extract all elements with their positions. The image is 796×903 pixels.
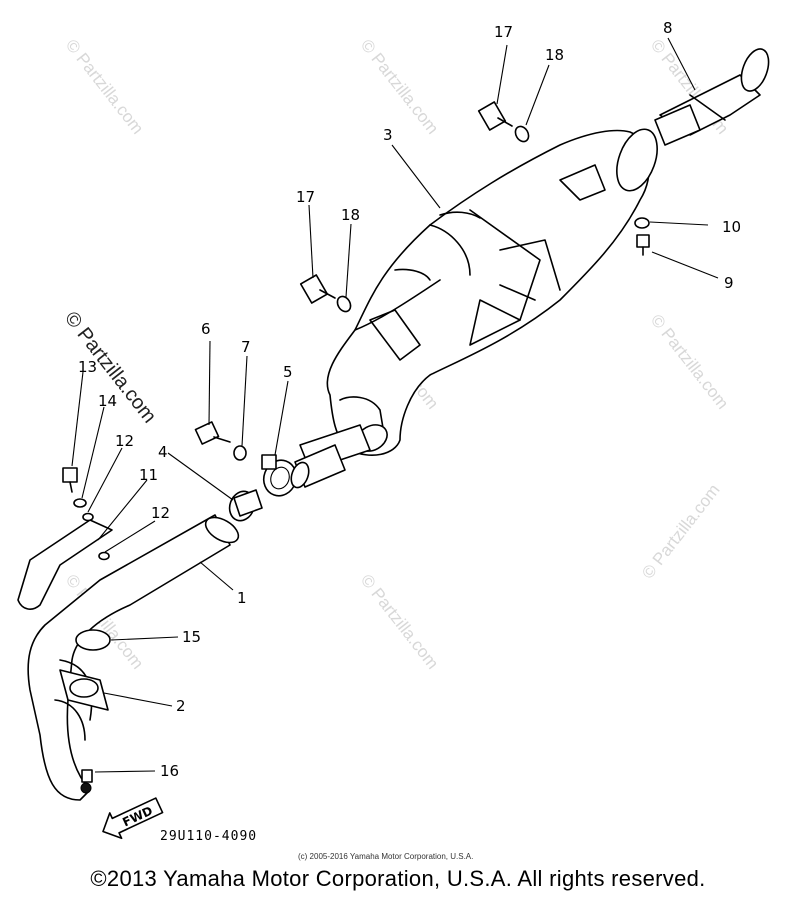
callout-8: 8 <box>663 19 673 37</box>
callout-10: 10 <box>722 218 741 236</box>
callout-labels: 8 17 18 3 10 9 17 18 6 7 5 4 1 13 14 12 … <box>78 19 741 780</box>
callout-17: 17 <box>494 23 513 41</box>
bolt-17-lower <box>299 274 336 304</box>
callout-15: 15 <box>182 628 201 646</box>
callout-12: 12 <box>115 432 134 450</box>
callout-16: 16 <box>160 762 179 780</box>
bolt-part-6 <box>194 421 231 445</box>
bolt-part-16 <box>80 769 93 794</box>
bracket-part-11 <box>17 519 113 610</box>
washer-part-12 <box>82 512 94 522</box>
callout-4: 4 <box>158 443 168 461</box>
watermark: © Partzilla.com <box>357 571 443 673</box>
watermark: © Partzilla.com <box>638 480 724 582</box>
joint-pipe <box>290 444 346 489</box>
source-note: (c) 2005-2016 Yamaha Motor Corporation, … <box>298 852 474 861</box>
watermark: © Partzilla.com <box>62 36 148 138</box>
muffler-part-3 <box>299 128 658 471</box>
washer-part-7 <box>233 445 247 461</box>
callout-17: 17 <box>296 188 315 206</box>
callout-14: 14 <box>98 392 117 410</box>
callout-13: 13 <box>78 358 97 376</box>
watermark: © Partzilla.com <box>357 36 443 138</box>
callout-6: 6 <box>201 320 211 338</box>
washer-part-12 <box>98 551 110 561</box>
watermark: © Partzilla.com <box>647 311 733 413</box>
callout-12: 12 <box>151 504 170 522</box>
callout-9: 9 <box>724 274 734 292</box>
washer-18-lower <box>336 295 352 313</box>
leader-lines <box>71 37 719 773</box>
callout-11: 11 <box>139 466 158 484</box>
callout-18: 18 <box>545 46 564 64</box>
flange-part-2 <box>59 669 109 711</box>
callout-2: 2 <box>176 697 186 715</box>
callout-7: 7 <box>241 338 251 356</box>
drawing-code: 29U110-4090 <box>160 829 258 844</box>
forward-arrow-icon: FWD <box>102 797 164 840</box>
gasket-part-4 <box>228 489 263 522</box>
bolt-17-upper <box>477 101 513 131</box>
washer-part-14 <box>73 498 87 508</box>
gasket-ring-part-15 <box>75 629 111 651</box>
washer-18-upper <box>514 125 530 143</box>
callout-5: 5 <box>283 363 293 381</box>
bolt-part-13 <box>62 467 78 493</box>
tailpipe-cap-part-8 <box>654 48 770 146</box>
bolt-part-9 <box>636 234 650 256</box>
callout-1: 1 <box>237 589 247 607</box>
callout-18: 18 <box>341 206 360 224</box>
clamp-part-5 <box>261 454 298 497</box>
copyright-notice: ©2013 Yamaha Motor Corporation, U.S.A. A… <box>90 866 706 891</box>
washer-part-10 <box>634 217 650 229</box>
callout-3: 3 <box>383 126 393 144</box>
